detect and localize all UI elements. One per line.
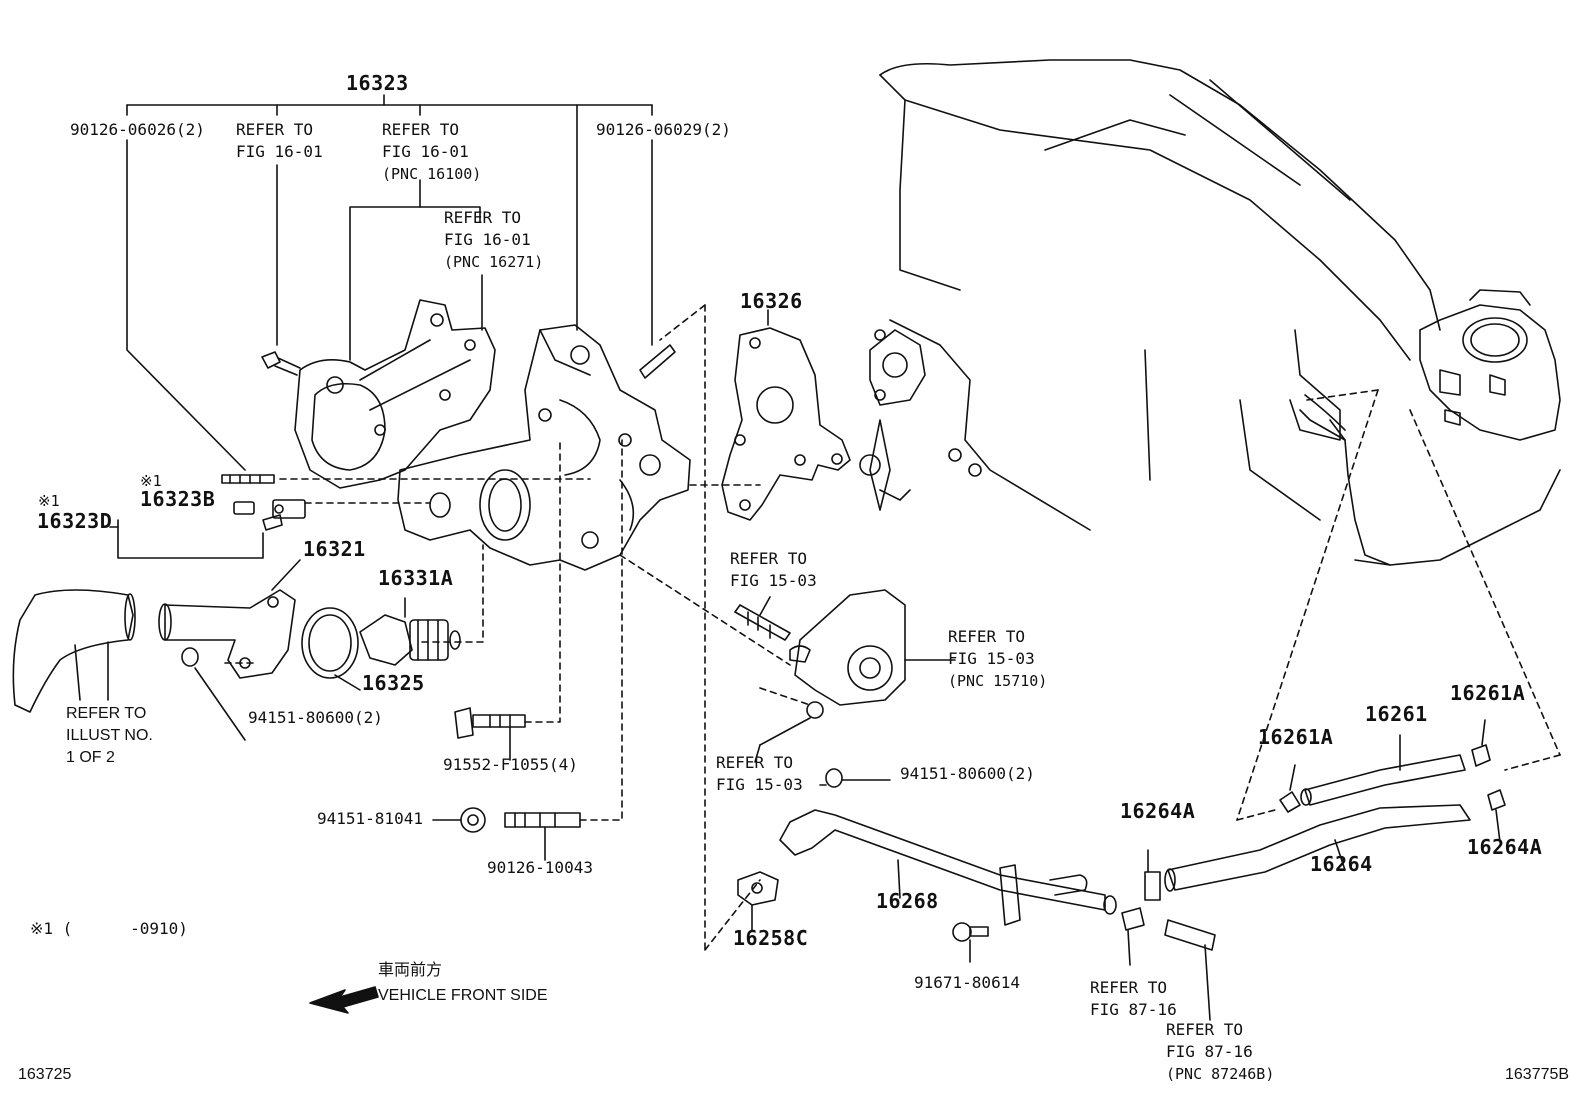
assembly-lines (224, 304, 1561, 951)
code-right: 163775B (1505, 1066, 1570, 1083)
label-90126-06029: 90126-06029(2) (596, 120, 731, 139)
refer-fig-15-03-b: REFER TO FIG 15-03 (PNC 15710) (948, 626, 1047, 692)
label-16323d: 16323D (37, 509, 113, 533)
part-16323b (109, 499, 306, 559)
bolt-91671 (952, 922, 989, 963)
nut-94151-80600 (825, 768, 891, 788)
refer-illust: ILLUST NO. (66, 727, 153, 744)
label-16264: 16264 (1310, 852, 1373, 876)
part-16264 (1164, 804, 1471, 1021)
part-16325 (301, 607, 361, 691)
water-pump-body (397, 324, 691, 571)
refer-fig: FIG 16-01 (382, 142, 469, 161)
bolt-91552 (454, 707, 526, 761)
refer-fig-87-16-a: REFER TO FIG 87-16 (1090, 977, 1177, 1021)
stud-90126-06026 (221, 474, 275, 484)
water-pump-cover (294, 299, 496, 489)
part-16261 (1300, 734, 1466, 806)
direction-jp: 車両前方 (378, 962, 443, 979)
engine-block (859, 59, 1561, 566)
refer-fig: FIG 16-01 (236, 142, 323, 161)
label-91671-80614: 91671-80614 (914, 973, 1020, 992)
label-16323: 16323 (346, 71, 409, 95)
label-16264a-top: 16264A (1120, 799, 1196, 823)
bracket-16323 (126, 94, 653, 471)
radiator-hose (12, 589, 136, 713)
vehicle-front-arrow (309, 986, 379, 1014)
refer-fig-16-01-a: REFER TO FIG 16-01 (236, 119, 323, 163)
nut-94151-81041 (432, 807, 486, 833)
label-94151-80600-left: 94151-80600(2) (248, 708, 383, 727)
refer-line: REFER TO (948, 627, 1026, 646)
mark-16323b: ※1 (140, 472, 162, 490)
label-16261a-left: 16261A (1258, 725, 1334, 749)
label-91552-f1055: 91552-F1055(4) (443, 755, 578, 774)
part-16321 (158, 559, 301, 741)
label-16261a-right: 16261A (1450, 681, 1526, 705)
part-16326 (721, 309, 851, 521)
part-16258c (737, 871, 779, 931)
refer-fig-16-01-b: REFER TO FIG 16-01 (PNC 16100) (382, 119, 481, 185)
part-16268 (779, 809, 1117, 926)
label-16258c: 16258C (733, 926, 809, 950)
label-90126-06026: 90126-06026(2) (70, 120, 205, 139)
clamps (1121, 719, 1506, 966)
refer-line: REFER TO (730, 549, 808, 568)
mark-16323d: ※1 (38, 492, 60, 510)
refer-fig-16-01-c: REFER TO FIG 16-01 (PNC 16271) (444, 207, 543, 273)
refer-fig: FIG 15-03 (730, 571, 817, 590)
footnote: ※1 ( -0910) (30, 919, 188, 938)
direction-en: VEHICLE FRONT SIDE (378, 987, 548, 1004)
refer-fig-87-16-b: REFER TO FIG 87-16 (PNC 87246B) (1166, 1019, 1274, 1085)
refer-pnc: (PNC 87246B) (1166, 1065, 1275, 1083)
refer-fig: FIG 87-16 (1166, 1042, 1253, 1061)
refer-pnc: (PNC 15710) (948, 672, 1048, 690)
stud-90126-10043 (504, 812, 581, 861)
part-16331a (359, 597, 461, 666)
refer-pnc: (PNC 16100) (382, 165, 482, 183)
refer-fig: FIG 15-03 (716, 775, 803, 794)
refer-line: REFER TO (1090, 978, 1168, 997)
bolt-top-left (261, 351, 301, 376)
refer-fig: FIG 15-03 (948, 649, 1035, 668)
refer-fig-15-03-c: REFER TO FIG 15-03 (716, 752, 803, 796)
refer-fig: FIG 16-01 (444, 230, 531, 249)
refer-pnc: (PNC 16271) (444, 253, 544, 271)
label-16323b: 16323B (140, 487, 216, 511)
label-16325: 16325 (362, 671, 425, 695)
label-16331a: 16331A (378, 566, 454, 590)
code-left: 163725 (18, 1066, 72, 1083)
refer-line: REFER TO (382, 120, 460, 139)
label-16321: 16321 (303, 537, 366, 561)
refer-line: REFER TO (1166, 1020, 1244, 1039)
label-16326: 16326 (740, 289, 803, 313)
refer-line: REFER TO (716, 753, 794, 772)
label-94151-81041: 94151-81041 (317, 809, 423, 828)
oil-pump-cover (734, 589, 956, 763)
refer-of: 1 OF 2 (66, 749, 115, 766)
refer-line: REFER TO (444, 208, 522, 227)
refer-fig-15-03-a: REFER TO FIG 15-03 (730, 548, 817, 592)
refer-line: REFER TO (236, 120, 314, 139)
refer-line: REFER TO (66, 705, 147, 722)
stud-90126-06029 (639, 344, 676, 379)
label-94151-80600-right: 94151-80600(2) (900, 764, 1035, 783)
label-16268: 16268 (876, 889, 939, 913)
label-16261: 16261 (1365, 702, 1428, 726)
refer-fig: FIG 87-16 (1090, 1000, 1177, 1019)
label-90126-10043: 90126-10043 (487, 858, 593, 877)
refer-illust-1-of-2: REFER TO ILLUST NO. 1 OF 2 (66, 703, 153, 769)
label-16264a-right: 16264A (1467, 835, 1543, 859)
